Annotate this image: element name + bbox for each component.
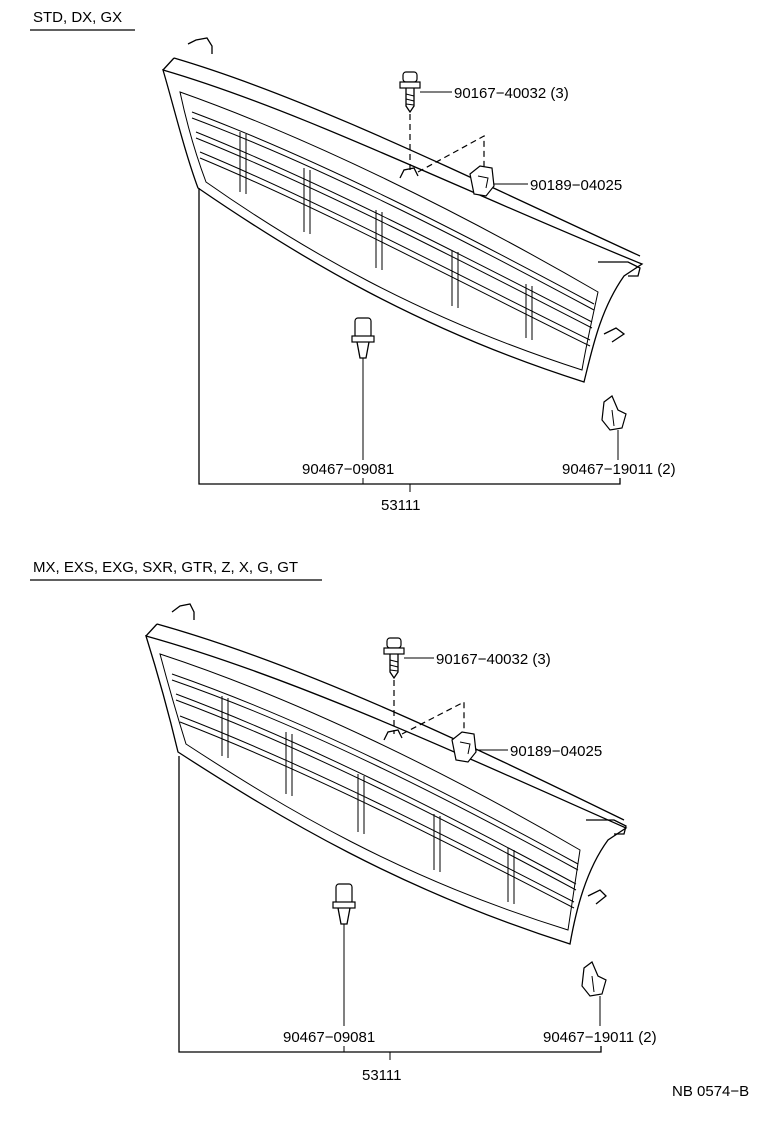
label-grille-bottom: 53111 bbox=[362, 1067, 402, 1084]
clip-left-icon-bottom bbox=[332, 883, 356, 925]
section-top: STD, DX, GX bbox=[30, 9, 676, 514]
variant-label-top: STD, DX, GX bbox=[33, 9, 122, 26]
grille-top bbox=[162, 37, 644, 383]
label-grille-top: 53111 bbox=[381, 497, 421, 514]
label-nut-bottom: 90189−04025 bbox=[510, 743, 602, 760]
label-clip-right-top: 90467−19011 (2) bbox=[562, 461, 676, 478]
variant-label-bottom: MX, EXS, EXG, SXR, GTR, Z, X, G, GT bbox=[33, 559, 298, 576]
label-nut-top: 90189−04025 bbox=[530, 177, 622, 194]
label-clip-right-bottom: 90467−19011 (2) bbox=[543, 1029, 657, 1046]
clip-right-icon-bottom bbox=[581, 961, 607, 997]
screw-icon-bottom bbox=[383, 637, 405, 734]
label-clip-left-bottom: 90467−09081 bbox=[283, 1029, 375, 1046]
label-screw-top: 90167−40032 (3) bbox=[454, 85, 569, 102]
clip-left-icon-top bbox=[351, 317, 375, 359]
grille-bottom bbox=[145, 603, 628, 945]
nut-icon-bottom bbox=[401, 701, 477, 763]
clip-right-icon-top bbox=[601, 395, 627, 431]
label-screw-bottom: 90167−40032 (3) bbox=[436, 651, 551, 668]
drawing-number: NB 0574−B bbox=[672, 1083, 749, 1100]
nut-icon-top bbox=[417, 134, 495, 197]
label-clip-left-top: 90467−09081 bbox=[302, 461, 394, 478]
screw-icon-top bbox=[399, 71, 421, 170]
section-bottom: MX, EXS, EXG, SXR, GTR, Z, X, G, GT bbox=[30, 559, 657, 1084]
